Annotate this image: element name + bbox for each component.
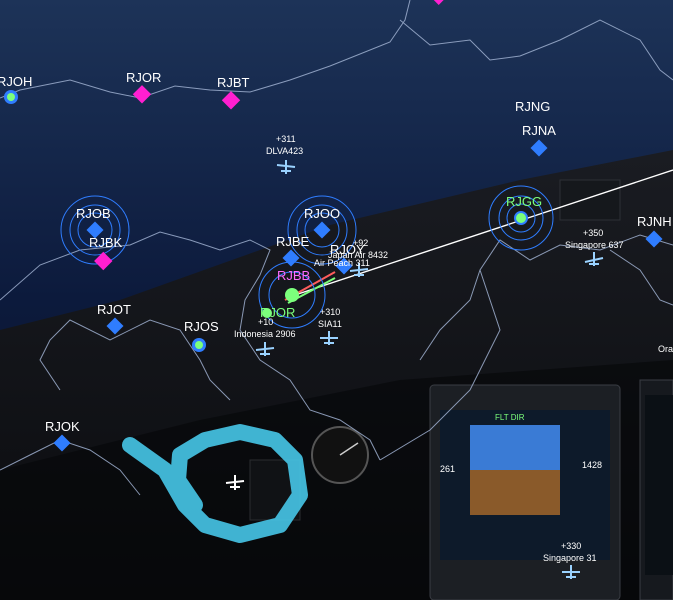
airport-rjos[interactable]: RJOS: [184, 319, 219, 352]
plane-icon: [255, 342, 275, 356]
traffic-sia11[interactable]: +310 SIA11: [318, 307, 342, 345]
airport-rjor-2[interactable]: RJOR: [260, 305, 295, 320]
plane-icon: [320, 331, 338, 345]
traffic-alt: +311: [276, 134, 296, 144]
upper-panel-box: [559, 179, 621, 221]
coastline-kii: [0, 231, 381, 461]
coastline-tokai: [379, 234, 673, 461]
plane-icon: [349, 263, 369, 277]
airport-label: RJGG: [506, 194, 542, 209]
plane-icon: [562, 565, 580, 579]
airport-top-edge[interactable]: [433, 0, 444, 5]
traffic-alt: +10: [258, 317, 273, 327]
plane-icon: [584, 252, 604, 266]
airport-label: RJOY: [330, 242, 365, 257]
airport-label: RJNH: [637, 214, 672, 229]
pfd-speed: 261: [440, 464, 455, 474]
airport-label: RJBB: [277, 268, 310, 283]
airport-rjoh[interactable]: RJOH: [0, 74, 32, 104]
airport-label: RJNG: [515, 99, 550, 114]
traffic-callsign: Singapore 637: [565, 240, 624, 250]
traffic-airpeach311[interactable]: Air Peach 311: [314, 258, 370, 268]
coastline-north: [0, 0, 411, 99]
airport-label: RJOR: [260, 305, 295, 320]
pfd-flt-dir: FLT DIR: [495, 413, 525, 422]
pfd-value: 1428: [582, 460, 602, 470]
coastline-honshu: [399, 19, 673, 81]
airport-label: RJBT: [217, 75, 250, 90]
traffic-alt: +330: [561, 541, 581, 551]
traffic-callsign: Indonesia 2906: [234, 329, 296, 339]
airport-label: RJOR: [126, 70, 161, 85]
clipped-label: Ora: [658, 344, 673, 354]
nd-display: [639, 379, 673, 600]
plane-icon: [225, 475, 245, 490]
traffic-alt: +350: [583, 228, 603, 238]
traffic-callsign: Singapore 31: [543, 553, 597, 563]
traffic-indonesia2906[interactable]: +10 Indonesia 2906: [234, 317, 296, 356]
annotation-scribble: [122, 424, 308, 543]
airport-rjot[interactable]: RJOT: [97, 302, 131, 335]
coastline-shikoku: [0, 439, 141, 496]
airport-label: RJBK: [89, 235, 123, 250]
traffic-japanair8432[interactable]: +92 Japan Air 8432: [328, 238, 388, 277]
coastline-ise: [419, 269, 481, 361]
airport-rjnh[interactable]: RJNH: [637, 214, 672, 248]
airport-rjng[interactable]: RJNG: [515, 99, 550, 114]
pfd-display: FLT DIR 261 1428: [429, 384, 621, 600]
coastline-east: [609, 249, 673, 306]
airport-label: RJOT: [97, 302, 131, 317]
airport-rjbt[interactable]: RJBT: [217, 75, 250, 110]
airport-rjoo[interactable]: RJOO: [287, 195, 357, 265]
coastline-osaka-bay: [39, 319, 231, 401]
traffic-singapore31[interactable]: +330 Singapore 31: [543, 541, 597, 579]
airport-rjob[interactable]: RJOB: [60, 195, 130, 265]
airport-label: RJOS: [184, 319, 219, 334]
airport-label: RJOK: [45, 419, 80, 434]
traffic-unlabeled[interactable]: [225, 475, 245, 490]
airport-rjoy[interactable]: RJOY: [330, 242, 365, 275]
airport-rjbk[interactable]: RJBK: [89, 235, 123, 271]
airport-rjor[interactable]: RJOR: [126, 70, 161, 104]
plane-icon: [276, 160, 296, 174]
airport-label: RJOB: [76, 206, 111, 221]
traffic-callsign: Air Peach 311: [314, 258, 370, 268]
airport-rjna[interactable]: RJNA: [522, 123, 556, 157]
airport-rjbb[interactable]: RJBB: [258, 261, 326, 329]
traffic-callsign: SIA11: [318, 319, 342, 329]
traffic-singapore637[interactable]: +350 Singapore 637: [565, 228, 624, 266]
traffic-callsign: DLVA423: [266, 146, 303, 156]
traffic-alt: +310: [320, 307, 340, 317]
standby-gauge: [311, 426, 369, 484]
traffic-alt: +92: [353, 238, 368, 248]
traffic-dlva423[interactable]: +311 DLVA423: [266, 134, 303, 174]
airport-rjgg[interactable]: RJGG: [488, 185, 554, 251]
airport-label: RJOH: [0, 74, 32, 89]
traffic-callsign: Japan Air 8432: [328, 250, 388, 260]
airport-label: RJNA: [522, 123, 556, 138]
airport-label: RJBE: [276, 234, 310, 249]
airport-label: RJOO: [304, 206, 340, 221]
